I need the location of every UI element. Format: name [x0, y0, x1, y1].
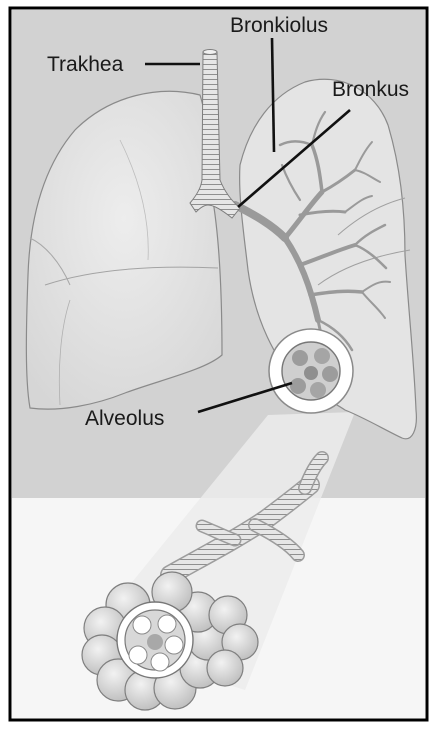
alveolus-magnified-circle [269, 329, 353, 413]
alveolus-label: Alveolus [85, 407, 164, 430]
bronkiolus-label: Bronkiolus [230, 14, 328, 37]
bronkus-label: Bronkus [332, 78, 409, 101]
trakhea-label: Trakhea [47, 53, 124, 76]
alveolar-sac-cutaway [117, 602, 193, 678]
